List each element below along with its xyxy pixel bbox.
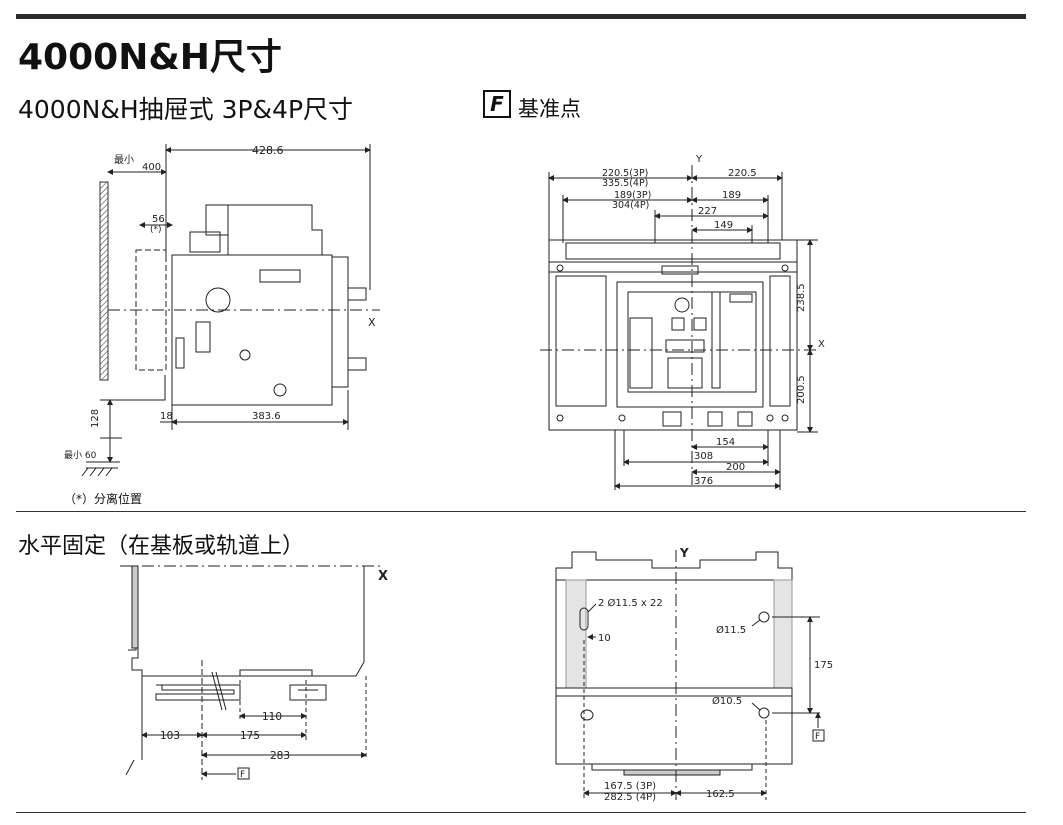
side-x-label: X (368, 316, 376, 329)
dim-189-3p: 189(3P) (614, 190, 651, 201)
dim-154: 154 (716, 437, 735, 448)
dim-283: 283 (270, 750, 290, 762)
dim-175-top: 175 (814, 660, 833, 671)
fix-y-label: Y (679, 546, 689, 560)
terminal-strip (565, 242, 781, 260)
handle (205, 204, 229, 236)
slot-label: 2 Ø11.5 x 22 (598, 597, 663, 609)
front-y-label: Y (695, 154, 703, 165)
bottom-divider (16, 812, 1026, 813)
page-title: 4000N&H尺寸 (18, 37, 282, 78)
dim-304-4p: 304(4P) (612, 200, 649, 211)
dim-103: 103 (160, 730, 180, 742)
dim-162-5: 162.5 (706, 789, 735, 800)
dim-308: 308 (694, 451, 713, 462)
rear-plate (331, 256, 349, 388)
fixing-side-drawing (120, 565, 380, 780)
dim-335-5-4p: 335.5(4P) (602, 178, 648, 189)
terminal-upper (347, 287, 367, 301)
dim-383-6: 383.6 (252, 411, 281, 422)
dim-110: 110 (262, 711, 282, 723)
dim-200: 200 (726, 462, 745, 473)
horizontal-fixing-title: 水平固定（在基板或轨道上） (18, 534, 305, 559)
fixing-top-drawing (555, 550, 825, 800)
top-housing (227, 204, 323, 255)
dim-376: 376 (694, 476, 713, 487)
slot-hole (579, 607, 589, 631)
dim-10: 10 (598, 633, 611, 644)
side-min-label: 最小 (114, 154, 134, 166)
hole-11-5-label: Ø11.5 (716, 624, 746, 636)
footnote-isolated-position: （*）分离位置 (64, 492, 143, 506)
dim-149: 149 (714, 220, 733, 231)
side-view-drawing (81, 144, 380, 477)
terminal-lower (347, 357, 367, 371)
dim-220-5: 220.5 (728, 168, 757, 179)
hole-11-5 (758, 611, 770, 623)
dim-227: 227 (698, 206, 717, 217)
star-mark: (*) (150, 225, 162, 235)
fix-ref-f: F (240, 770, 245, 780)
front-x-label: X (818, 339, 825, 350)
dim-189: 189 (722, 190, 741, 201)
dim-200-5: 200.5 (796, 375, 807, 404)
dim-128: 128 (90, 409, 101, 428)
dim-220-5-3p: 220.5(3P) (602, 168, 648, 179)
lever-circle (205, 287, 231, 313)
front-panel (616, 281, 764, 408)
dim-400: 400 (142, 162, 161, 173)
hole-10-5-label: Ø10.5 (712, 695, 742, 707)
reference-point-label: 基准点 (518, 97, 581, 121)
reference-point-symbol: F (483, 90, 511, 118)
trip-unit (629, 317, 653, 389)
fix-x-label: X (378, 569, 388, 584)
front-frame (548, 239, 798, 431)
handle-base (189, 231, 221, 253)
drawout-subtitle: 4000N&H抽屉式 3P&4P尺寸 (18, 95, 354, 124)
dim-18: 18 (160, 411, 173, 422)
hole-10-5 (758, 707, 770, 719)
header-rule (16, 14, 1026, 19)
base-plate (555, 579, 793, 689)
dim-175-side: 175 (240, 730, 260, 742)
dim-282-5-4p: 282.5 (4P) (604, 792, 656, 803)
section-divider (16, 511, 1026, 512)
dim-428-6: 428.6 (252, 144, 284, 157)
fix-top-ref-f: F (815, 732, 820, 742)
dim-56: 56 (152, 214, 165, 225)
rail-plate (555, 695, 793, 765)
dim-238-5: 238.5 (796, 283, 807, 312)
wall-hatch (99, 181, 109, 381)
dim-min-60: 最小 60 (64, 450, 97, 461)
front-view-drawing (540, 165, 820, 490)
dim-167-5-3p: 167.5 (3P) (604, 781, 656, 792)
